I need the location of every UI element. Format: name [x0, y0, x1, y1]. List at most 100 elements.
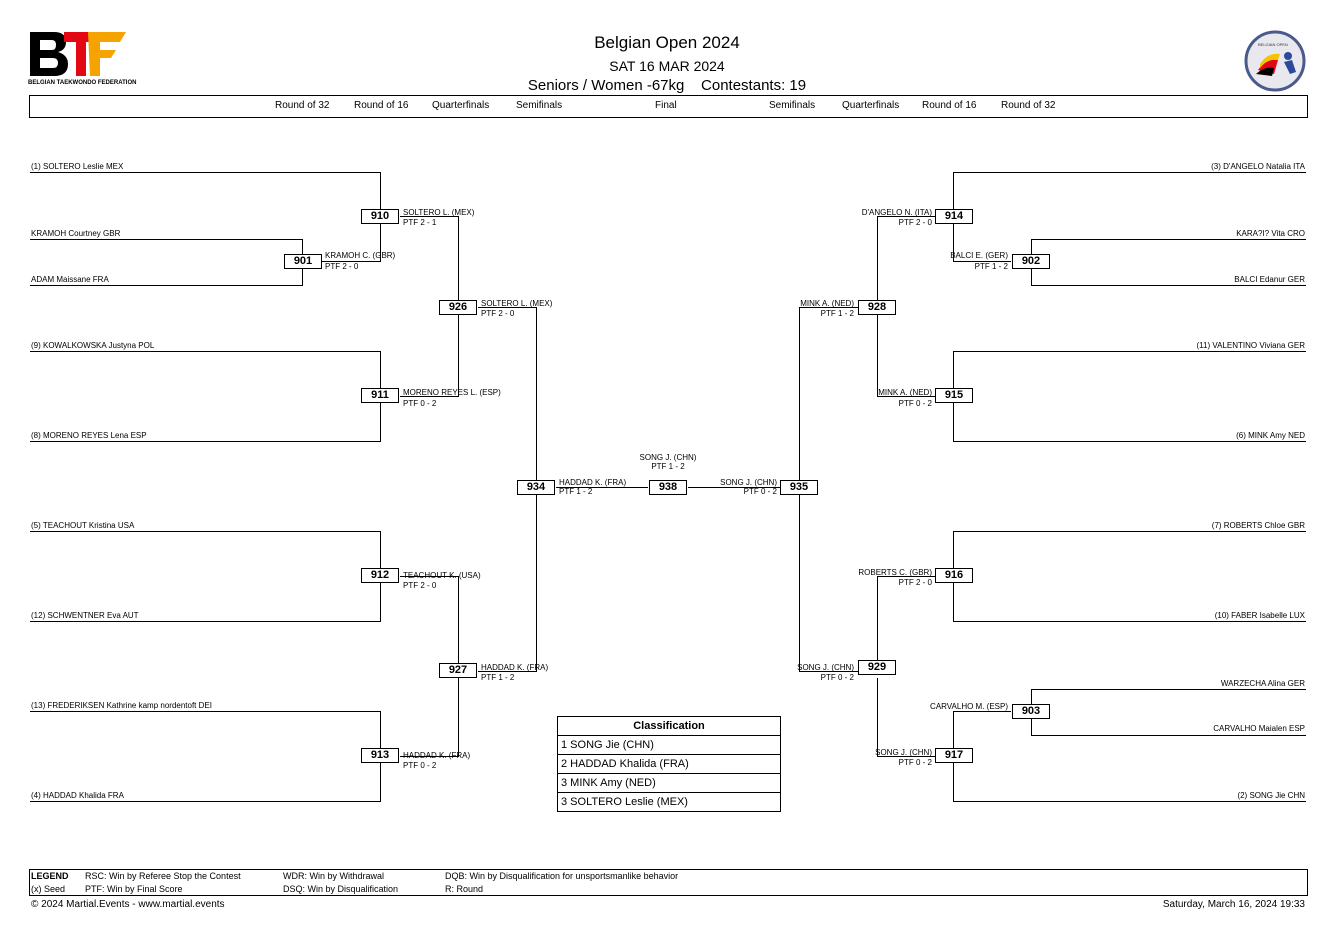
match-box-914[interactable]: 914 [935, 209, 973, 224]
event-date: SAT 16 MAR 2024 [609, 58, 725, 74]
score-935: PTF 0 - 2 [743, 487, 777, 496]
logo-caption: BELGIAN TAEKWONDO FEDERATION [28, 80, 137, 86]
score-917: PTF 0 - 2 [898, 758, 932, 767]
round-label-right-r16: Round of 16 [922, 100, 977, 111]
entry-right-10: (2) SONG Jie CHN [1237, 791, 1305, 800]
winner-938: SONG J. (CHN) [639, 453, 697, 462]
entry-left-2: KRAMOH Courtney GBR [31, 229, 121, 238]
entry-left-9: (4) HADDAD Khalida FRA [31, 791, 124, 800]
entry-right-2: KARA?I? Vita CRO [1236, 229, 1305, 238]
round-label-left-qf: Quarterfinals [432, 100, 490, 111]
round-label-right-r32: Round of 32 [1001, 100, 1056, 111]
match-box-910[interactable]: 910 [361, 209, 399, 224]
winner-912: TEACHOUT K. (USA) [403, 571, 481, 580]
round-label-left-r16: Round of 16 [354, 100, 409, 111]
winner-911: MORENO REYES L. (ESP) [403, 388, 501, 397]
score-902: PTF 1 - 2 [974, 262, 1008, 271]
btf-logo: BELGIAN TAEKWONDO FEDERATION [28, 30, 136, 90]
legend-ptf: PTF: Win by Final Score [85, 884, 183, 894]
round-label-left-sf: Semifinals [516, 100, 563, 111]
legend-title: LEGEND [31, 871, 69, 881]
winner-917: SONG J. (CHN) [875, 748, 932, 757]
score-928: PTF 1 - 2 [820, 309, 854, 318]
classification-table: Classification 1 SONG Jie (CHN) 2 HADDAD… [557, 716, 781, 812]
contestants-count: Contestants: 19 [701, 77, 807, 94]
score-910: PTF 2 - 1 [403, 218, 437, 227]
winner-910: SOLTERO L. (MEX) [403, 208, 475, 217]
match-box-935[interactable]: 935 [780, 480, 818, 495]
score-901: PTF 2 - 0 [325, 262, 359, 271]
classification-row: 3 SOLTERO Leslie (MEX) [561, 796, 688, 808]
entry-left-5: (8) MORENO REYES Lena ESP [31, 431, 147, 440]
belgian-open-badge: BELGIAN OPEN [1244, 30, 1306, 92]
entry-right-8: WARZECHA Alina GER [1220, 679, 1305, 688]
match-box-917[interactable]: 917 [935, 748, 973, 763]
footer-timestamp: Saturday, March 16, 2024 19:33 [1162, 899, 1305, 910]
entry-right-6: (7) ROBERTS Chloe GBR [1211, 521, 1305, 530]
legend-dqb: DQB: Win by Disqualification for unsport… [445, 871, 679, 881]
entry-right-1: (3) D'ANGELO Natalia ITA [1211, 162, 1305, 171]
score-927: PTF 1 - 2 [481, 673, 515, 682]
match-box-913[interactable]: 913 [361, 748, 399, 763]
round-label-final: Final [655, 100, 677, 111]
score-911: PTF 0 - 2 [403, 399, 437, 408]
winner-928: MINK A. (NED) [800, 299, 854, 308]
round-label-left-r32: Round of 32 [275, 100, 330, 111]
match-box-938[interactable]: 938 [649, 480, 687, 495]
legend-dsq: DSQ: Win by Disqualification [283, 884, 399, 894]
entry-right-9: CARVALHO Maialen ESP [1213, 724, 1305, 733]
winner-902: BALCI E. (GER) [950, 251, 1008, 260]
btf-logo-icon [30, 32, 126, 76]
classification-row: 1 SONG Jie (CHN) [558, 736, 780, 755]
winner-929: SONG J. (CHN) [797, 663, 854, 672]
match-box-915[interactable]: 915 [935, 388, 973, 403]
event-title: Belgian Open 2024 [594, 33, 740, 52]
winner-903: CARVALHO M. (ESP) [930, 702, 1008, 711]
score-914: PTF 2 - 0 [898, 218, 932, 227]
winner-916: ROBERTS C. (GBR) [858, 568, 932, 577]
badge-icon [1244, 30, 1306, 92]
score-929: PTF 0 - 2 [820, 673, 854, 682]
winner-914: D'ANGELO N. (ITA) [861, 208, 932, 217]
entry-right-5: (6) MINK Amy NED [1236, 431, 1305, 440]
match-box-911[interactable]: 911 [361, 388, 399, 403]
match-box-926[interactable]: 926 [439, 300, 477, 315]
score-916: PTF 2 - 0 [898, 578, 932, 587]
match-box-901[interactable]: 901 [284, 254, 322, 269]
match-box-903[interactable]: 903 [1012, 704, 1050, 719]
match-box-934[interactable]: 934 [517, 480, 555, 495]
footer-copyright: © 2024 Martial.Events - www.martial.even… [31, 899, 225, 910]
match-box-929[interactable]: 929 [858, 660, 896, 675]
legend-wdr: WDR: Win by Withdrawal [283, 871, 385, 881]
round-label-right-qf: Quarterfinals [842, 100, 900, 111]
category: Seniors / Women -67kg [527, 77, 685, 94]
winner-935: SONG J. (CHN) [720, 478, 777, 487]
winner-915: MINK A. (NED) [878, 388, 932, 397]
match-box-928[interactable]: 928 [858, 300, 896, 315]
score-938: PTF 1 - 2 [651, 462, 685, 471]
match-box-902[interactable]: 902 [1012, 254, 1050, 269]
entry-left-7: (12) SCHWENTNER Eva AUT [31, 611, 139, 620]
badge-caption: BELGIAN OPEN [1258, 42, 1288, 47]
legend-rsc: RSC: Win by Referee Stop the Contest [85, 871, 241, 881]
match-box-916[interactable]: 916 [935, 568, 973, 583]
entry-left-6: (5) TEACHOUT Kristina USA [31, 521, 135, 530]
score-915: PTF 0 - 2 [898, 399, 932, 408]
round-label-right-sf: Semifinals [769, 100, 816, 111]
classification-title: Classification [558, 717, 780, 736]
match-box-912[interactable]: 912 [361, 568, 399, 583]
legend-r: R: Round [445, 884, 484, 894]
category-line: Seniors / Women -67kg Contestants: 19 [367, 76, 967, 96]
winner-934: HADDAD K. (FRA) [559, 478, 627, 487]
winner-913: HADDAD K. (FRA) [403, 751, 471, 760]
legend-seed: (x) Seed [31, 884, 66, 894]
classification-row: 3 MINK Amy (NED) [558, 774, 780, 793]
match-box-927[interactable]: 927 [439, 663, 477, 678]
score-934: PTF 1 - 2 [559, 487, 593, 496]
legend-box [29, 869, 1308, 896]
winner-926: SOLTERO L. (MEX) [481, 299, 553, 308]
score-913: PTF 0 - 2 [403, 761, 437, 770]
classification-row: 2 HADDAD Khalida (FRA) [558, 755, 780, 774]
winner-901: KRAMOH C. (GBR) [325, 251, 396, 260]
score-912: PTF 2 - 0 [403, 581, 437, 590]
